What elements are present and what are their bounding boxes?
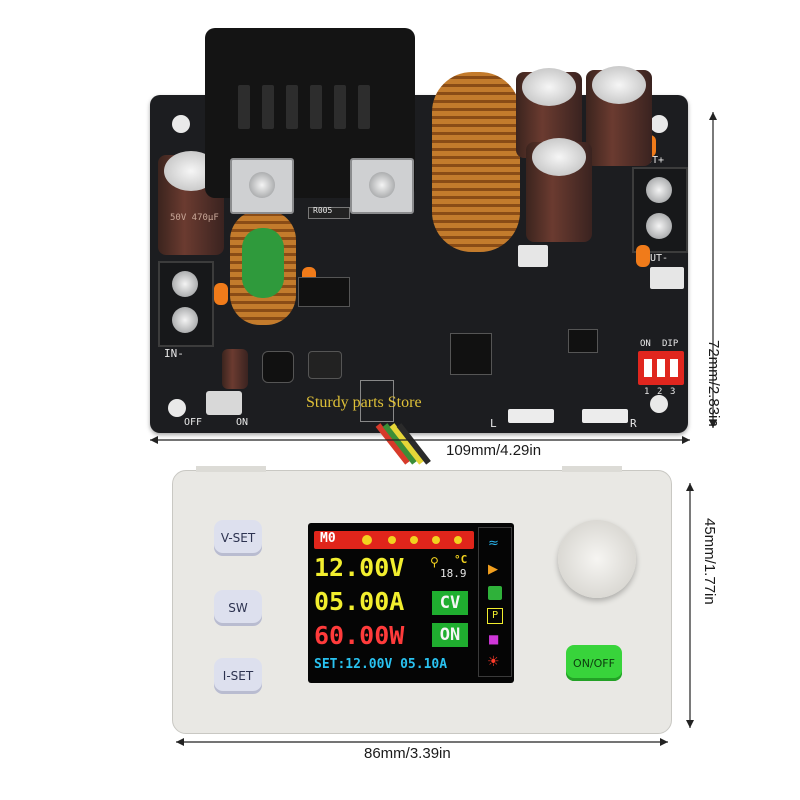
temperature-readout: 18.9 — [440, 567, 467, 580]
dip-label: DIP — [662, 339, 679, 349]
lock-icon: P — [487, 608, 503, 624]
ic-chip — [298, 277, 350, 307]
panel-width-label: 86mm/3.39in — [364, 745, 451, 762]
board-width-label: 109mm/4.29in — [446, 442, 542, 459]
panel-height-label: 45mm/1.77in — [701, 518, 718, 605]
power-readout: 60.00W — [314, 621, 405, 650]
mosfet-screw — [249, 172, 275, 198]
mounting-hole — [172, 115, 190, 133]
small-capacitor — [222, 349, 248, 389]
mosfet — [350, 158, 414, 214]
voltage-readout: 12.00V — [314, 553, 405, 582]
dip-switch[interactable] — [638, 351, 684, 385]
capacitor-top — [522, 68, 576, 106]
current-readout: 05.00A — [314, 587, 405, 616]
heatsink-fin — [310, 85, 322, 129]
i-set-button[interactable]: I-SET — [214, 658, 262, 694]
ferrite-core — [242, 228, 284, 298]
smd-capacitor — [636, 245, 650, 267]
mode-badge: CV — [432, 591, 468, 615]
small-inductor — [308, 351, 342, 379]
speaker-icon: ▶ — [488, 562, 498, 577]
battery-icon — [488, 586, 502, 600]
jst-connector — [508, 409, 554, 423]
out-minus-label: OUT- — [644, 253, 669, 264]
panel-clip — [562, 466, 622, 472]
ic-chip — [568, 329, 598, 353]
dip-toggle[interactable] — [670, 359, 678, 377]
mosfet-screw — [369, 172, 395, 198]
wifi-icon: ≈ — [488, 536, 499, 551]
memory-dot — [388, 536, 396, 544]
memory-dot — [410, 536, 418, 544]
r-label: R — [630, 417, 637, 430]
status-icon-column: ≈ ▶ P ■ ☀ — [478, 527, 512, 677]
unlock-icon: ■ — [488, 632, 500, 646]
memory-dot — [454, 536, 462, 544]
dip-number: 3 — [670, 387, 676, 397]
capacitor-label: 50V 470µF — [170, 213, 219, 223]
memory-dot — [432, 536, 440, 544]
set-values-line: SET:12.00V 05.10A — [314, 657, 448, 672]
shunt-resistor: R005 — [308, 206, 350, 219]
microcontroller-chip — [450, 333, 492, 375]
on-label: ON — [236, 417, 249, 428]
lcd-header-bar: M0 — [314, 531, 474, 549]
dip-on-label: ON — [640, 339, 651, 349]
input-terminal-block — [158, 261, 214, 347]
lcd-screen: M0 ≈ ▶ P ■ ☀ 12.00V 05.00A 60.00W ⚲ °C 1… — [308, 523, 514, 683]
input-inductor — [230, 210, 296, 325]
store-watermark: Sturdy parts Store — [306, 394, 422, 411]
jst-connector — [518, 245, 548, 267]
output-capacitor — [526, 138, 592, 242]
heatsink-fin — [358, 85, 370, 129]
heatsink-fin — [286, 85, 298, 129]
capacitor-top — [532, 138, 586, 176]
on-off-button[interactable]: ON/OFF — [566, 645, 622, 681]
power-switch[interactable] — [206, 391, 242, 415]
output-inductor — [432, 72, 520, 252]
smd-capacitor — [214, 283, 228, 305]
output-capacitor — [586, 66, 652, 166]
dip-toggle[interactable] — [644, 359, 652, 377]
mounting-hole — [168, 399, 186, 417]
mosfet — [230, 158, 294, 214]
resistor-label: R005 — [313, 206, 333, 215]
output-terminal-block — [632, 167, 688, 253]
connector-header — [360, 380, 394, 422]
dip-number: 2 — [657, 387, 663, 397]
output-capacitor — [516, 68, 582, 158]
board-height-label: 72mm/2.83in — [705, 340, 722, 427]
terminal-screw — [172, 271, 198, 297]
sun-icon: ☀ — [487, 654, 500, 670]
heatsink-fin — [262, 85, 274, 129]
thermometer-icon: ⚲ — [430, 555, 439, 569]
terminal-screw — [646, 177, 672, 203]
terminal-screw — [646, 213, 672, 239]
panel-clip — [196, 466, 266, 472]
heatsink-fin — [334, 85, 346, 129]
small-inductor — [262, 351, 294, 383]
heatsink-fin — [238, 85, 250, 129]
off-label: OFF — [184, 417, 203, 428]
out-plus-label: OUT+ — [640, 155, 665, 166]
output-state-badge: ON — [432, 623, 468, 647]
v-set-button[interactable]: V-SET — [214, 520, 262, 556]
dip-number: 1 — [644, 387, 650, 397]
in-minus-label: IN- — [164, 347, 184, 360]
mounting-hole — [650, 395, 668, 413]
jst-connector — [582, 409, 628, 423]
jst-connector — [650, 267, 684, 289]
sw-button[interactable]: SW — [214, 590, 262, 626]
rotary-encoder-knob[interactable] — [558, 520, 636, 598]
memory-dot — [362, 535, 372, 545]
memory-slot: M0 — [320, 531, 336, 546]
dip-toggle[interactable] — [657, 359, 665, 377]
mounting-hole — [650, 115, 668, 133]
terminal-screw — [172, 307, 198, 333]
capacitor-top — [592, 66, 646, 104]
l-label: L — [490, 417, 497, 430]
temp-unit: °C — [454, 553, 468, 566]
